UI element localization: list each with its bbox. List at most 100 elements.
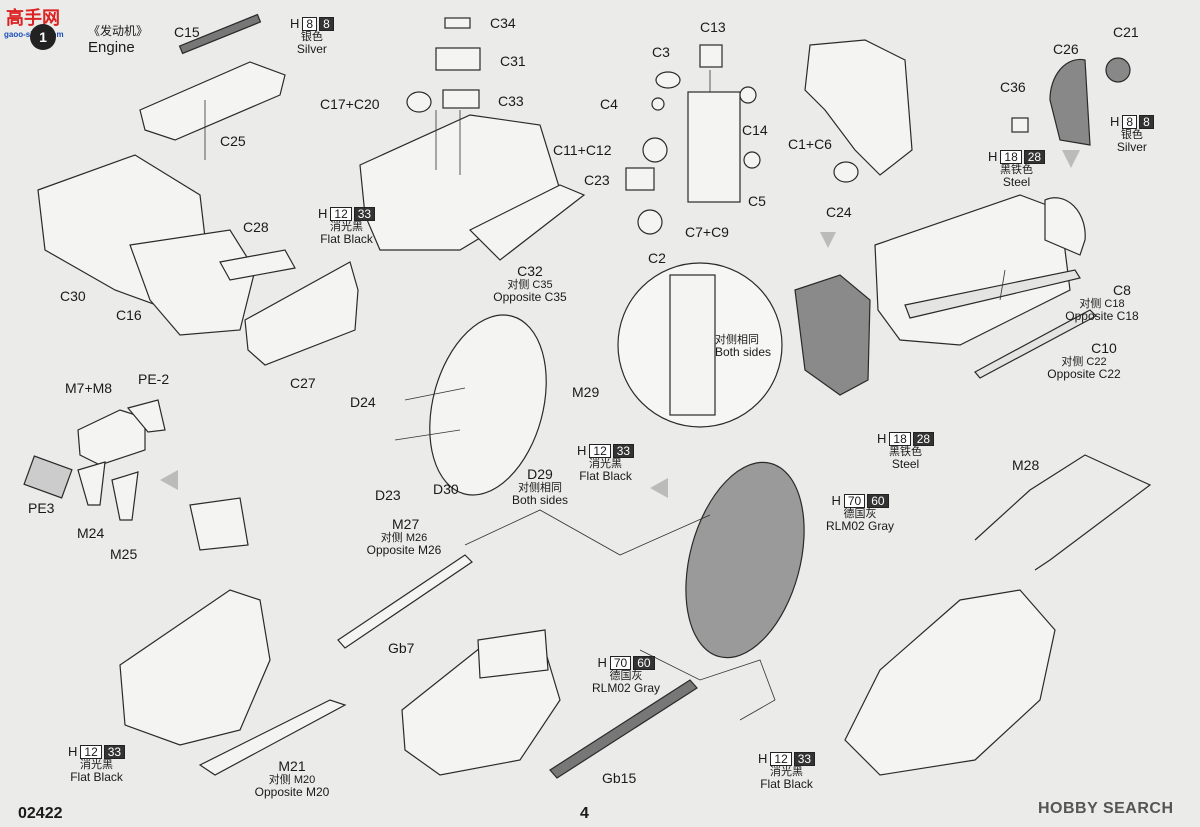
paint-name-en: Flat Black [70, 770, 123, 784]
label-c11-c12: C11+C12 [553, 142, 612, 158]
paint-name-en: RLM02 Gray [592, 681, 661, 695]
part-c11-c12 [642, 137, 668, 163]
callout-inset: 对侧相同 Both sides [715, 334, 771, 358]
paint-code-2: 60 [867, 494, 889, 508]
part-c3 [655, 71, 681, 89]
part-engine-right [844, 589, 1056, 776]
part-c17-c20 [406, 91, 432, 113]
arrow-down-2 [1062, 150, 1080, 168]
paint-h: H [318, 206, 328, 221]
label-m25: M25 [110, 546, 138, 562]
callout-m27: M27 对侧 M26 Opposite M26 [362, 516, 446, 556]
paint-name-cn: 消光黑 [80, 759, 114, 771]
label-c10: C10 [1091, 340, 1117, 356]
paint-name-cn: 消光黑 [330, 221, 364, 233]
paint-code-2: 33 [612, 444, 635, 458]
label-m21-cn: 对侧 M20 [268, 774, 316, 786]
part-c21 [1105, 57, 1131, 83]
label-inset-en: Both sides [715, 345, 772, 359]
paint-code-2: 28 [912, 432, 935, 446]
label-d23: D23 [375, 487, 401, 503]
part-exhaust-mid [477, 629, 549, 679]
paint-h: H [877, 431, 887, 446]
paint-code-2: 33 [353, 207, 376, 221]
paint-name-cn: 黑铁色 [1000, 164, 1034, 176]
label-c10-cn: 对侧 C22 [1061, 356, 1107, 368]
step-number-badge: 1 [30, 24, 56, 50]
arrow-left-2 [650, 478, 668, 498]
part-c5 [743, 151, 761, 169]
paint-code-1: 70 [843, 494, 866, 508]
label-c23: C23 [584, 172, 610, 188]
paint-name-en: Steel [1002, 175, 1031, 189]
callout-c8: C8 对侧 C18 Opposite C18 [1062, 282, 1142, 322]
paint-code-2: 60 [633, 656, 655, 670]
label-c13: C13 [700, 19, 726, 35]
paint-name-en: Flat Black [579, 469, 632, 483]
label-c4: C4 [600, 96, 618, 112]
part-c33 [442, 89, 480, 109]
part-c23 [625, 167, 655, 191]
part-c14 [739, 86, 757, 104]
label-c34: C34 [490, 15, 516, 31]
watermark-logo: 高手网 [6, 8, 60, 28]
label-c21: C21 [1113, 24, 1139, 40]
part-m7-m8 [77, 409, 146, 466]
part-c2 [637, 209, 663, 235]
label-c16: C16 [116, 307, 142, 323]
label-c32: C32 [517, 263, 543, 279]
part-firewall-gray [685, 461, 805, 659]
label-c8: C8 [1113, 282, 1131, 298]
label-d29-cn: 对侧相同 [518, 482, 562, 494]
label-c32-en: Opposite C35 [493, 290, 567, 304]
paint-code-1: 12 [589, 444, 611, 458]
part-c10 [974, 309, 1097, 379]
label-c27: C27 [290, 375, 316, 391]
label-c3: C3 [652, 44, 670, 60]
paint-h: H [68, 744, 78, 759]
part-m28 [974, 454, 1152, 571]
paint-code-1: 12 [80, 745, 102, 759]
label-m29: M29 [572, 384, 600, 400]
paint-code-2: 8 [319, 17, 334, 31]
part-c27 [244, 261, 359, 366]
part-c1-c6 [804, 39, 913, 176]
paint-name-cn: 消光黑 [770, 766, 804, 778]
paint-name-en: Flat Black [760, 777, 813, 791]
paint-name-en: Steel [891, 457, 920, 471]
label-c26: C26 [1053, 41, 1079, 57]
paint-name-cn: 黑铁色 [889, 446, 923, 458]
label-m21: M21 [278, 758, 306, 774]
label-c25: C25 [220, 133, 246, 149]
paint-code-1: 8 [302, 17, 318, 31]
label-c31: C31 [500, 53, 526, 69]
arrow-down-1 [820, 232, 836, 248]
paint-code-1: 12 [770, 752, 792, 766]
part-c25 [139, 61, 286, 141]
arrow-left-1 [160, 470, 178, 490]
product-code: 02422 [18, 805, 63, 822]
paint-name-cn: 银色 [300, 31, 323, 43]
part-supercharger-steel [794, 274, 871, 396]
part-c24 [833, 161, 859, 183]
paint-code-2: 28 [1023, 150, 1046, 164]
paint-name-en: Flat Black [320, 232, 373, 246]
paint-code-1: 8 [1122, 115, 1138, 129]
label-m21-en: Opposite M20 [254, 785, 330, 799]
label-gb15: Gb15 [602, 770, 637, 786]
callout-m21: M21 对侧 M20 Opposite M20 [252, 758, 332, 798]
part-m29 [429, 314, 547, 496]
part-c32 [468, 184, 586, 261]
label-c8-en: Opposite C18 [1065, 309, 1139, 323]
part-m25 [111, 471, 139, 521]
paint-code-2: 8 [1139, 115, 1154, 129]
paint-h: H [831, 493, 841, 508]
label-m24: M24 [77, 525, 105, 541]
